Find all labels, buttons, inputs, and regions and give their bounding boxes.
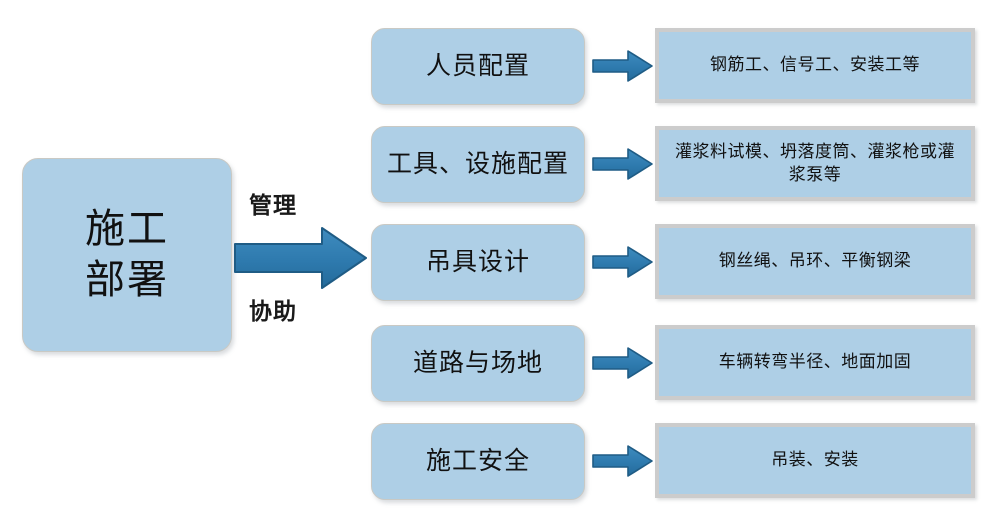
edge-label-management: 管理 [249,192,297,218]
branch-node-1-label: 人员配置 [425,51,530,80]
detail-node-4-label: 车辆转弯半径、地面加固 [718,352,912,372]
connector-arrow-4-icon [592,346,654,380]
detail-node-5[interactable]: 吊装、安装 [655,423,975,498]
branch-node-1[interactable]: 人员配置 [371,28,585,105]
branch-node-3-label: 吊具设计 [425,247,530,276]
detail-node-1-label: 钢筋工、信号工、安装工等 [710,55,920,75]
root-node-construction-deployment[interactable]: 施工 部署 [22,158,232,352]
detail-node-5-label: 吊装、安装 [771,450,859,470]
main-flow-arrow-icon [234,226,368,290]
detail-node-1[interactable]: 钢筋工、信号工、安装工等 [655,28,975,103]
branch-node-2[interactable]: 工具、设施配置 [371,126,585,203]
root-node-label: 施工 部署 [85,206,169,302]
branch-node-2-label: 工具、设施配置 [386,149,569,178]
detail-node-2[interactable]: 灌浆料试模、坍落度筒、灌浆枪或灌浆泵等 [655,126,975,201]
connector-arrow-3-icon [592,245,654,279]
connector-arrow-1-icon [592,49,654,83]
detail-node-2-label: 灌浆料试模、坍落度筒、灌浆枪或灌浆泵等 [675,141,955,184]
detail-node-3[interactable]: 钢丝绳、吊环、平衡钢梁 [655,224,975,299]
branch-node-3[interactable]: 吊具设计 [371,224,585,301]
detail-node-4[interactable]: 车辆转弯半径、地面加固 [655,325,975,400]
branch-node-5-label: 施工安全 [425,446,530,475]
edge-label-assistance: 协助 [249,298,297,324]
branch-node-5[interactable]: 施工安全 [371,423,585,500]
connector-arrow-5-icon [592,444,654,478]
detail-node-3-label: 钢丝绳、吊环、平衡钢梁 [718,251,912,271]
branch-node-4-label: 道路与场地 [412,348,543,377]
branch-node-4[interactable]: 道路与场地 [371,325,585,402]
connector-arrow-2-icon [592,147,654,181]
